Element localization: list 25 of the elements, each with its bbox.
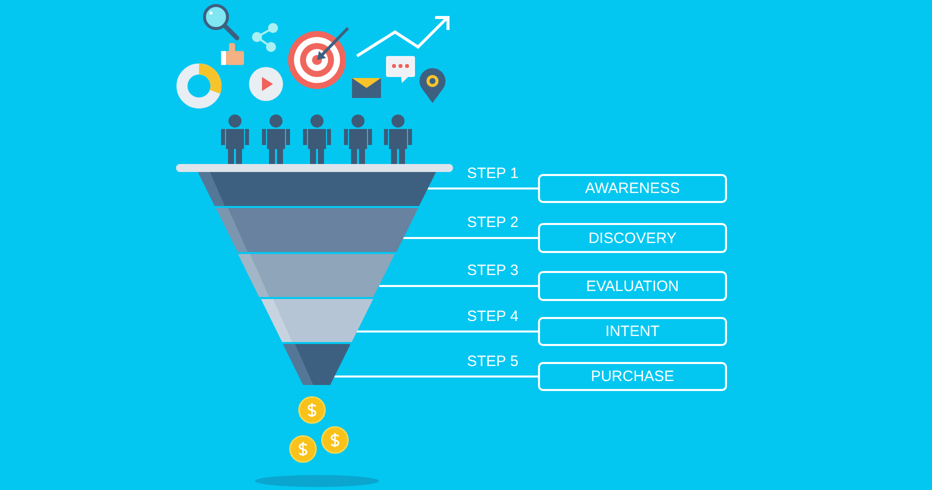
stage-name: AWARENESS <box>585 180 680 197</box>
edge-label: STEP 1 <box>467 164 518 182</box>
leader-line <box>334 376 538 378</box>
funnel-band <box>238 254 396 297</box>
stage-name: INTENT <box>605 323 660 340</box>
stage-box <box>538 174 727 203</box>
funnel-band <box>216 208 418 252</box>
funnel-band <box>282 344 350 385</box>
stage-name: DISCOVERY <box>588 230 677 246</box>
funnel-band <box>198 172 436 206</box>
leader-line <box>403 237 538 239</box>
stage-name: EVALUATION <box>586 278 679 294</box>
stage-box <box>538 317 727 346</box>
edge-label: STEP 5 <box>467 352 518 370</box>
edge-label: STEP 2 <box>467 214 518 231</box>
leader-line <box>356 330 538 332</box>
leader-line <box>428 188 538 190</box>
stage-box <box>538 271 727 301</box>
leader-line <box>379 285 538 287</box>
stage-name: PURCHASE <box>590 368 674 385</box>
stage-box <box>538 223 727 253</box>
edge-label: STEP 3 <box>467 262 518 279</box>
stage-box <box>538 362 727 391</box>
edge-label: STEP 4 <box>467 308 518 324</box>
funnel-band <box>260 299 373 342</box>
